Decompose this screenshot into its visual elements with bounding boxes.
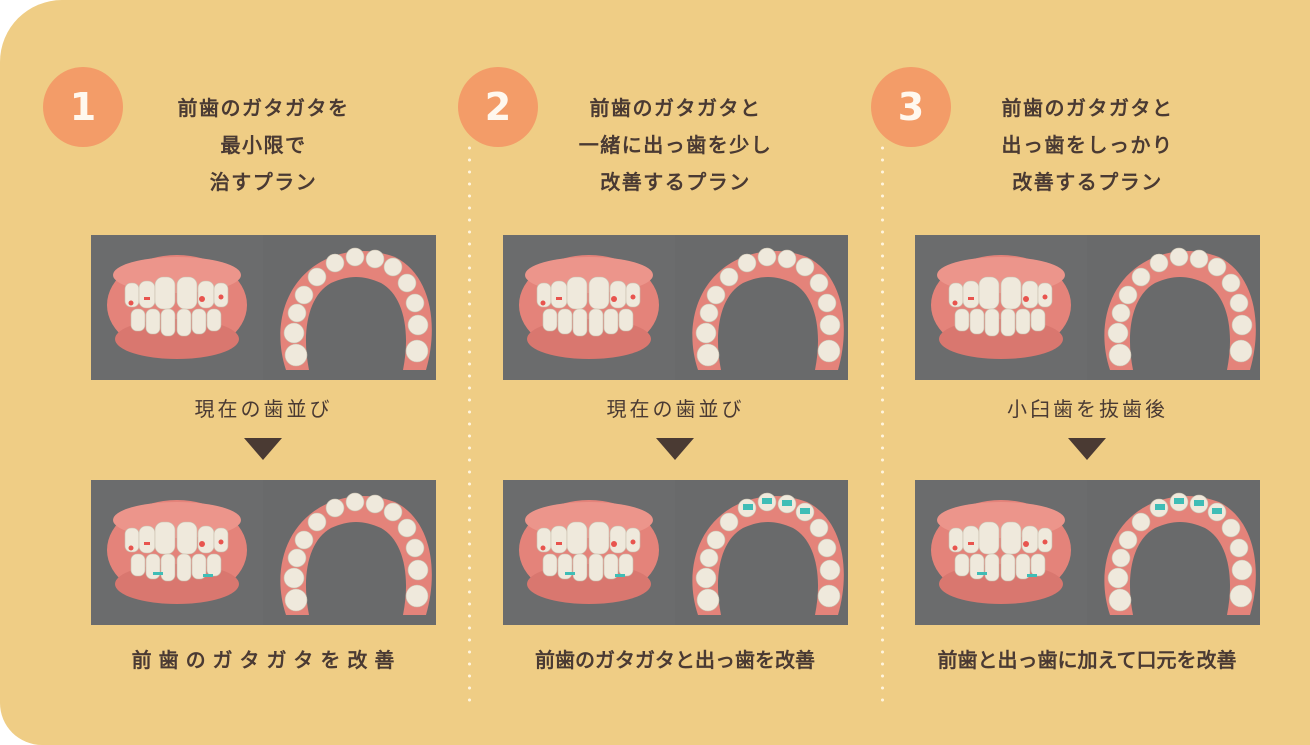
plan-title-line: 一緒に出っ歯を少し	[578, 133, 773, 157]
plan-title-line: 最小限で	[220, 133, 307, 157]
before-teeth-image	[915, 235, 1260, 380]
plan-title: 前歯のガタガタと 出っ歯をしっかり 改善するプラン	[915, 90, 1260, 201]
plan-title-line: 出っ歯をしっかり	[1001, 133, 1174, 157]
after-teeth-image	[91, 480, 436, 625]
dotted-divider	[468, 142, 471, 702]
plan-number-badge: 3	[871, 67, 951, 147]
down-arrow-icon	[1068, 438, 1106, 460]
plan-result-text: 前歯のガタガタと出っ歯を改善	[535, 648, 815, 672]
plan-title: 前歯のガタガタを 最小限で 治すプラン	[91, 90, 436, 201]
before-teeth-image	[91, 235, 436, 380]
before-caption: 現在の歯並び	[194, 397, 333, 421]
plan-number: 1	[69, 85, 97, 129]
plan-number-badge: 2	[458, 67, 538, 147]
plan-title: 前歯のガタガタと 一緒に出っ歯を少し 改善するプラン	[503, 90, 848, 201]
plan-title-line: 改善するプラン	[1012, 170, 1163, 194]
plan-number-badge: 1	[43, 67, 123, 147]
before-teeth-image	[503, 235, 848, 380]
plan-result-text: 前 歯 の ガ タ ガ タ を 改 善	[131, 648, 395, 672]
down-arrow-icon	[244, 438, 282, 460]
plan-number: 3	[897, 85, 925, 129]
plan-number: 2	[484, 85, 512, 129]
plan-title-line: 前歯のガタガタと	[1001, 96, 1174, 120]
plan-title-line: 改善するプラン	[600, 170, 751, 194]
dotted-divider	[881, 142, 884, 702]
plan-title-line: 前歯のガタガタと	[589, 96, 762, 120]
before-caption: 現在の歯並び	[606, 397, 745, 421]
plan-result-text: 前歯と出っ歯に加えて口元を改善	[937, 648, 1237, 672]
plan-title-line: 前歯のガタガタを	[177, 96, 350, 120]
before-caption: 小臼歯を抜歯後	[1007, 397, 1168, 421]
after-teeth-image	[915, 480, 1260, 625]
down-arrow-icon	[656, 438, 694, 460]
after-teeth-image	[503, 480, 848, 625]
plan-title-line: 治すプラン	[209, 170, 318, 194]
